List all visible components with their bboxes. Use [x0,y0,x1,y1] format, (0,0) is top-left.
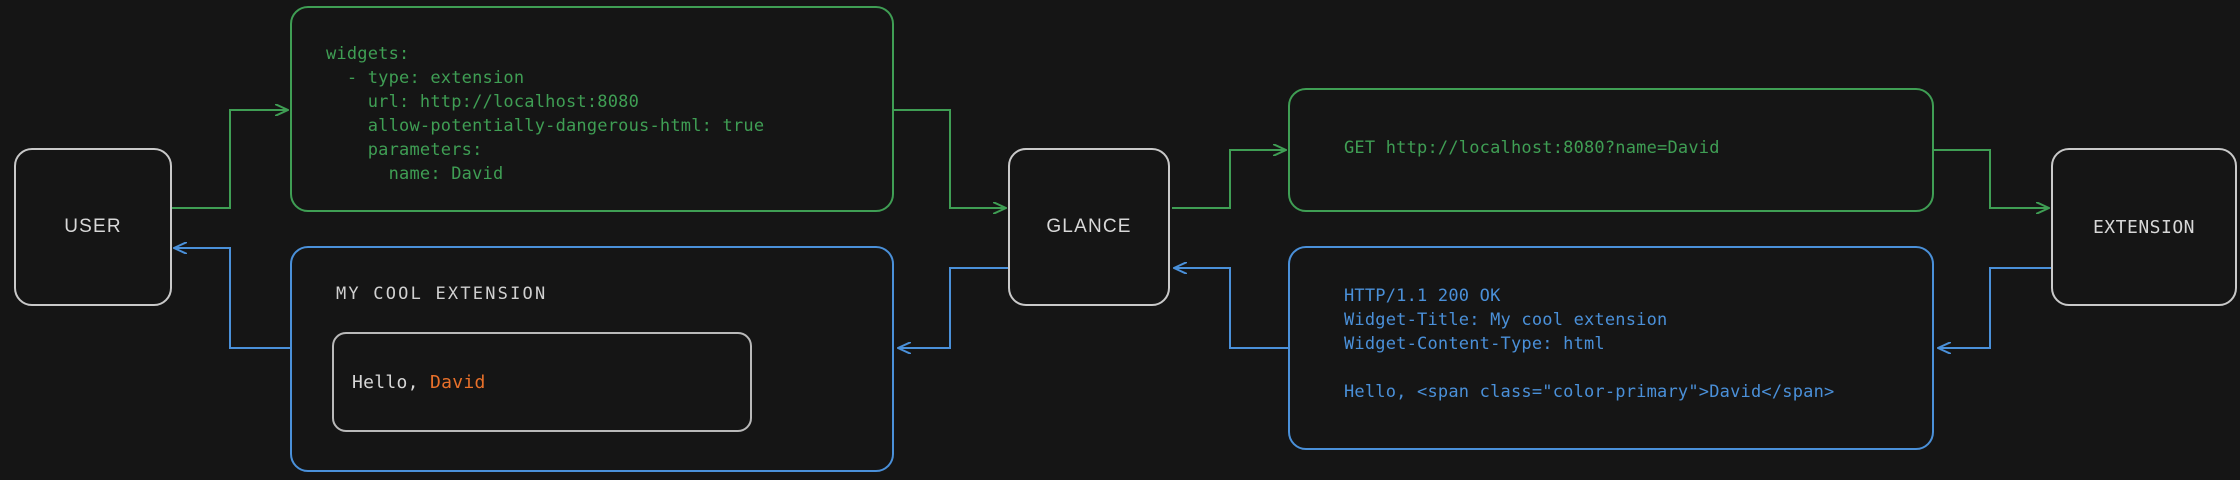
edge-extension-to-response [1938,267,2051,348]
edge-glance-to-request [1172,150,1286,209]
edge-response-to-glance [1174,268,1288,349]
edge-glance-to-rendered [898,267,1008,348]
panel-yaml-config[interactable]: widgets: - type: extension url: http://l… [290,6,894,212]
edge-rendered-to-user [174,248,290,349]
rendered-widget-title: MY COOL EXTENSION [336,284,548,304]
node-extension-label: EXTENSION [2092,216,2196,238]
edge-user-to-config [170,110,288,209]
panel-http-response[interactable]: HTTP/1.1 200 OK Widget-Title: My cool ex… [1288,246,1934,450]
rendered-greeting-prefix: Hello, [352,371,430,393]
rendered-widget-body: Hello, David [332,332,752,432]
node-extension[interactable]: EXTENSION [2051,148,2237,306]
node-glance[interactable]: GLANCE [1008,148,1170,306]
edge-request-to-extension [1934,149,2049,208]
panel-http-request[interactable]: GET http://localhost:8080?name=David [1288,88,1934,212]
yaml-config-code: widgets: - type: extension url: http://l… [326,44,765,184]
panel-rendered-widget[interactable]: MY COOL EXTENSION Hello, David [290,246,894,472]
http-request-code: GET http://localhost:8080?name=David [1344,138,1720,158]
http-response-code: HTTP/1.1 200 OK Widget-Title: My cool ex… [1344,286,1835,402]
node-glance-label: GLANCE [1046,216,1132,237]
edge-config-to-glance [894,109,1006,208]
node-user[interactable]: USER [14,148,172,306]
node-user-label: USER [64,216,122,237]
rendered-greeting-name: David [429,371,486,393]
